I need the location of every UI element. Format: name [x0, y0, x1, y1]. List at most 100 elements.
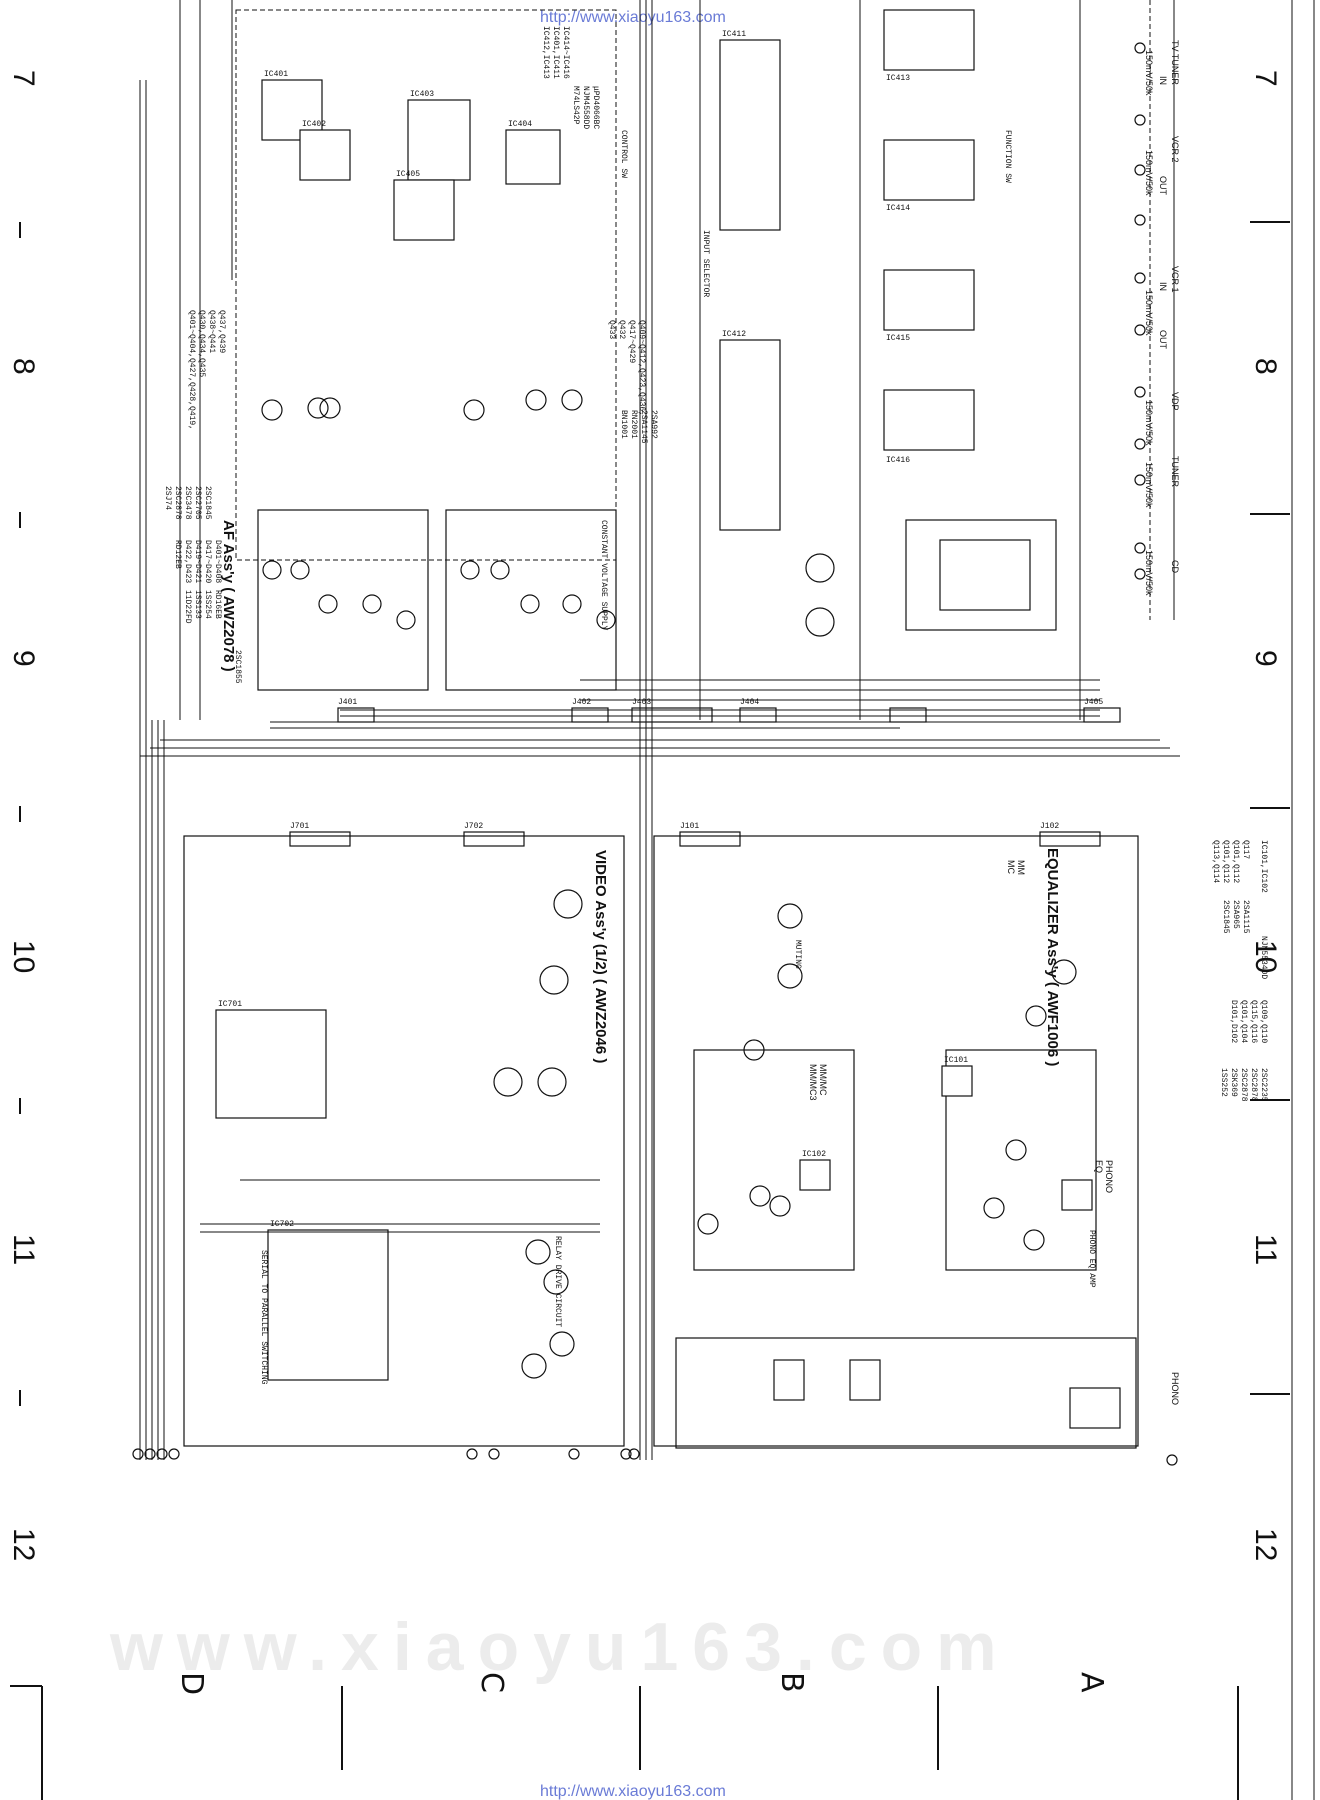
- af-part-29: RD16EB: [213, 590, 222, 619]
- eq-part-8: 2SC1845: [1221, 900, 1230, 934]
- grid-letters: D C B A: [10, 1672, 1239, 1800]
- switch-label-2: MM/MC: [818, 1064, 828, 1096]
- af-part-32: 11D22FD: [183, 590, 192, 624]
- conn-j404: J404: [740, 698, 759, 707]
- eq-part-11: Q101,Q104: [1239, 1000, 1248, 1043]
- watermark: www.xiaoyu163.com: [109, 1609, 1011, 1685]
- eq-part-6: 2SA1115: [1241, 900, 1250, 934]
- af-part-5: μPD4066BC: [591, 86, 600, 129]
- ic-label-2: IC403: [410, 90, 434, 99]
- af-part-14: Q401~Q404,Q427,Q428,Q419,: [187, 310, 196, 430]
- grid-number-7-left: 7: [7, 70, 40, 87]
- ic-label-1: IC402: [302, 120, 326, 129]
- note-phono-eq: PHONO EQ AMP: [1087, 1230, 1096, 1288]
- note-input-selector: INPUT SELECTOR: [701, 230, 710, 297]
- conn-j405: J405: [1084, 698, 1103, 707]
- af-part-1: IC401,IC411: [551, 26, 560, 79]
- conn-j101: J101: [680, 822, 699, 831]
- note-function-sw: FUNCTION SW: [1003, 130, 1012, 183]
- af-part-25: D417~D420: [203, 540, 212, 583]
- conn-j403: J403: [632, 698, 651, 707]
- switch-labels: MM MC MM/MC MM/MC3 EQ PHONO: [808, 860, 1114, 1193]
- conn-j401: J401: [338, 698, 357, 707]
- grid-number-10-left: 10: [7, 940, 40, 973]
- right-ticks: [1250, 221, 1290, 1395]
- af-part-19: 2SC2705: [193, 486, 202, 520]
- eq-part-2: Q101,Q112: [1231, 840, 1240, 883]
- eq-part-9: Q109,Q110: [1259, 1000, 1268, 1043]
- conn-j701: J701: [290, 822, 309, 831]
- grid-letter-c: C: [474, 1672, 509, 1693]
- ic-label-8: IC414: [886, 204, 910, 213]
- switch-label-5: PHONO: [1104, 1160, 1114, 1193]
- level-4: 150mV/50k: [1144, 462, 1154, 508]
- eq-part-10: Q115,Q116: [1249, 1000, 1258, 1043]
- grid-number-11-right: 11: [1249, 1234, 1282, 1265]
- grid-letter-d: D: [174, 1672, 209, 1695]
- ic-label-7: IC413: [886, 74, 910, 83]
- grid-numbers-left: 7 8 9 10 11 12: [7, 70, 40, 1561]
- switch-label-0: MM: [1016, 860, 1026, 875]
- af-part-3: M74LS42P: [571, 86, 580, 125]
- note-serial: SERIAL TO PARALLEL SWITCHING: [259, 1250, 268, 1385]
- note-control-sw: CONTROL SW: [619, 130, 628, 178]
- af-part-28: RD12EB: [173, 540, 182, 569]
- af-part-11: RN2001: [629, 410, 638, 439]
- equalizer-assy-title: EQUALIZER Ass'y ( AWF1006 ): [1044, 848, 1061, 1066]
- conn-j102: J102: [1040, 822, 1059, 831]
- grid-letter-a: A: [1074, 1672, 1109, 1693]
- eq-part-3: Q101,Q112: [1221, 840, 1230, 883]
- eq-part-0: IC101,IC102: [1259, 840, 1268, 893]
- af-assy: [235, 9, 617, 691]
- notes: FUNCTION SW CONTROL SW SERIAL TO PARALLE…: [259, 130, 1096, 1385]
- input-labels: TV TUNER VCR 2 VCR 1 VDP TUNER CD PHONO …: [1144, 40, 1180, 1405]
- eq-part-13: 2SC2235: [1259, 1068, 1268, 1102]
- input-phono: PHONO: [1170, 1372, 1180, 1405]
- note-muting: MUTING: [793, 940, 802, 969]
- af-part-6: Q433: [607, 320, 616, 339]
- af-parts-list: IC412,IC413 IC401,IC411 IC414~IC416 M74L…: [163, 26, 658, 684]
- af-part-20: 2SC3478: [183, 486, 192, 520]
- ic-label-0: IC401: [264, 70, 288, 79]
- eq-parts-list: IC101,IC102 Q117 Q101,Q112 Q101,Q112 Q11…: [1211, 840, 1268, 1102]
- af-part-17: Q437,Q439: [217, 310, 226, 353]
- input-cd: CD: [1170, 560, 1180, 573]
- level-0: 150mV/50k: [1144, 50, 1154, 96]
- af-part-15: Q430,Q434,Q435: [197, 310, 206, 377]
- ic-label-10: IC416: [886, 456, 910, 465]
- conn-j702: J702: [464, 822, 483, 831]
- af-part-12: 2SA1145: [639, 410, 648, 444]
- eq-part-7: 2SA965: [1231, 900, 1240, 929]
- eq-part-15: 2SC2878: [1239, 1068, 1248, 1102]
- io-label-3: OUT: [1158, 330, 1168, 350]
- ic-label-14: IC102: [802, 1150, 826, 1159]
- af-part-31: 1SS133: [193, 590, 202, 619]
- level-2: 150mV/50k: [1144, 290, 1154, 336]
- af-part-30: 1SS254: [203, 590, 212, 619]
- af-part-24: D401~D408: [213, 540, 222, 583]
- connector-row: [289, 707, 1121, 847]
- af-part-18: 2SC1845: [203, 486, 212, 520]
- eq-part-12: D101,D102: [1229, 1000, 1238, 1043]
- equalizer-assy: [653, 835, 1139, 1449]
- ic-label-13: IC101: [944, 1056, 968, 1065]
- grid-number-8-right: 8: [1249, 358, 1282, 375]
- ic-label-12: IC702: [270, 1220, 294, 1229]
- grid-number-12-right: 12: [1249, 1528, 1282, 1561]
- af-part-9: Q409~Q412,Q423,Q436,: [637, 320, 646, 416]
- af-part-22: 2SJ74: [163, 486, 172, 510]
- af-assy-title: AF Ass'y ( AWZ2078 ): [220, 520, 237, 672]
- input-vcr2: VCR 2: [1170, 136, 1180, 163]
- af-part-16: Q438~Q441: [207, 310, 216, 353]
- url-bottom: http://www.xiaoyu163.com: [540, 1783, 726, 1800]
- af-part-27: D422,D423: [183, 540, 192, 583]
- eq-part-17: 1SS252: [1219, 1068, 1228, 1097]
- grid-number-12-left: 12: [7, 1528, 40, 1561]
- io-label-1: OUT: [1158, 176, 1168, 196]
- eq-part-1: Q117: [1241, 840, 1250, 859]
- af-part-0: IC412,IC413: [541, 26, 550, 79]
- eq-part-14: 2SC2878: [1249, 1068, 1258, 1102]
- input-vcr1: VCR 1: [1170, 266, 1180, 293]
- input-tuner: TUNER: [1170, 456, 1180, 487]
